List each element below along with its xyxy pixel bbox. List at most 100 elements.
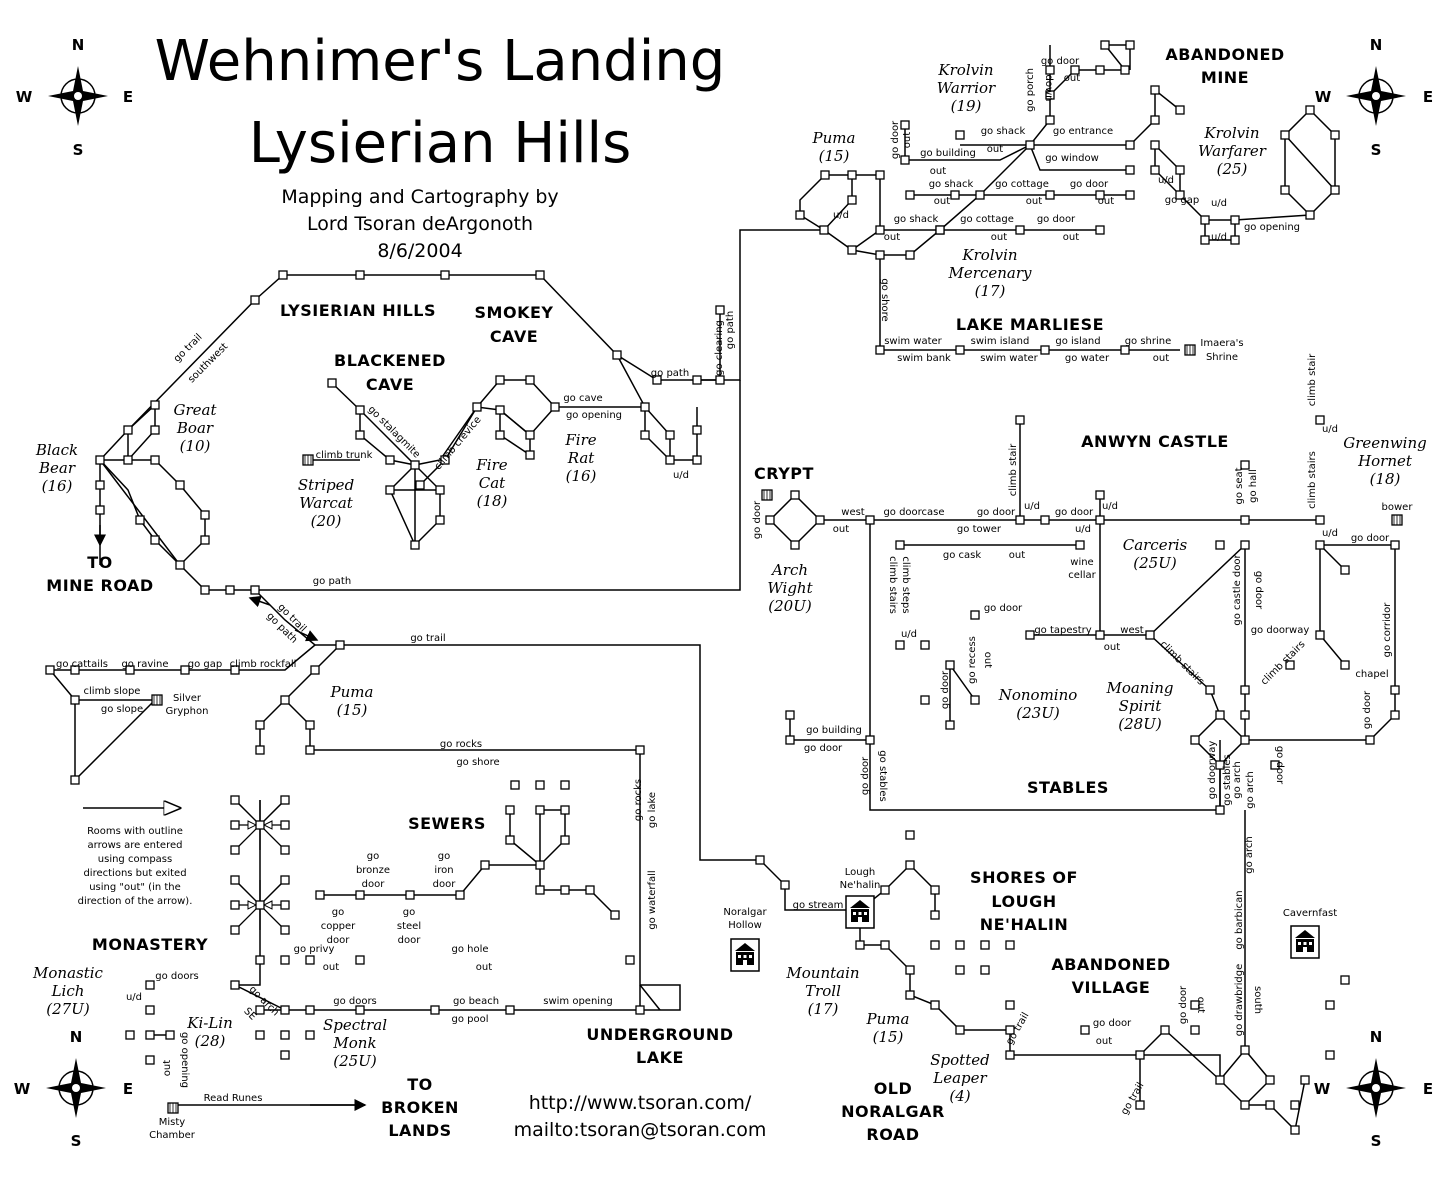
room: [410, 540, 420, 550]
room: [755, 855, 765, 865]
room: [1340, 660, 1350, 670]
path-label: out: [934, 196, 950, 207]
room: [70, 665, 80, 675]
path-label: west: [841, 507, 865, 518]
link-mail[interactable]: mailto:tsoran@tsoran.com: [514, 1119, 767, 1141]
room: [1005, 1000, 1015, 1010]
room: [1315, 540, 1325, 550]
creature-label-monastic-lich: (27U): [46, 1000, 90, 1018]
room: [1095, 65, 1105, 75]
path-label: go hall: [1248, 469, 1259, 503]
path-label: go trail: [1119, 1081, 1146, 1117]
room: [955, 1025, 965, 1035]
creature-label-puma-mid: (15): [337, 701, 368, 719]
room: [970, 695, 980, 705]
lough-nehalin-building-icon: [845, 895, 875, 929]
path-label: out: [930, 166, 946, 177]
special-room-icon: [151, 694, 163, 706]
path-label: go ravine: [121, 659, 168, 670]
path-label: climb stairs: [1307, 451, 1318, 509]
path-label: go: [438, 851, 450, 862]
creature-label-krolvin-mercenary: Krolvin: [961, 246, 1017, 264]
room: [1280, 130, 1290, 140]
creature-label-carceris: Carceris: [1123, 536, 1188, 554]
room: [625, 955, 635, 965]
map-title-line1: Wehnimer's Landing: [155, 29, 726, 94]
room: [535, 270, 545, 280]
room: [385, 485, 395, 495]
room: [765, 515, 775, 525]
room: [495, 405, 505, 415]
credit-line1: Mapping and Cartography by: [281, 186, 558, 208]
path-label: u/d: [1322, 528, 1338, 539]
region-to-broken-3: LANDS: [388, 1121, 451, 1140]
path-label: go path: [651, 368, 689, 379]
room: [875, 345, 885, 355]
credit-line2: Lord Tsoran deArgonoth: [307, 213, 533, 235]
room: [1160, 1025, 1170, 1035]
room: [1120, 65, 1130, 75]
room: [95, 505, 105, 515]
place-silver-gryphon: Silver: [173, 693, 202, 704]
room: [640, 402, 650, 412]
room: [1080, 1025, 1090, 1035]
room: [905, 990, 915, 1000]
path-label: u/d: [1075, 524, 1091, 535]
path-label: out: [1153, 353, 1169, 364]
path-label: go door: [1037, 214, 1076, 225]
path-label: go shrine: [1125, 336, 1172, 347]
region-to-mine-road-2: MINE ROAD: [46, 576, 153, 595]
room: [975, 190, 985, 200]
room: [280, 955, 290, 965]
path-label: climb trunk: [316, 450, 373, 461]
path-label: climb slope: [84, 686, 141, 697]
path-label: climb stairs: [887, 556, 898, 614]
room: [165, 1030, 175, 1040]
creature-label-spectral-monk: (25U): [333, 1052, 377, 1070]
room: [1045, 115, 1055, 125]
credit-date: 8/6/2004: [377, 240, 462, 262]
compass-rose-bottom-left-icon: [46, 1058, 106, 1118]
place-lough-nehalin: Ne'halin: [840, 880, 881, 891]
room: [125, 1030, 135, 1040]
room: [950, 190, 960, 200]
room: [1215, 710, 1225, 720]
path-label: go door: [752, 500, 763, 539]
room: [1315, 515, 1325, 525]
room: [440, 455, 450, 465]
room: [1100, 40, 1110, 50]
special-room-icon: [1391, 514, 1403, 526]
creature-label-puma-top: Puma: [812, 129, 856, 147]
path-label: go stables: [877, 750, 888, 801]
room: [970, 610, 980, 620]
room: [1095, 490, 1105, 500]
room: [123, 425, 133, 435]
room: [1340, 975, 1350, 985]
compass-n: N: [72, 36, 85, 54]
special-room-icon: [167, 1102, 179, 1114]
room: [335, 640, 345, 650]
path-label: go doors: [155, 971, 199, 982]
room: [865, 735, 875, 745]
region-blackened-cave-2: CAVE: [366, 375, 414, 394]
path-label: go arch: [1245, 771, 1256, 809]
path-label: go castle door: [1232, 554, 1243, 626]
room: [1325, 1050, 1335, 1060]
room: [635, 1005, 645, 1015]
path-label: go shore: [879, 278, 890, 321]
path-label: steel: [397, 921, 421, 932]
place-wine-cellar: wine: [1070, 557, 1093, 568]
path-label: climb stair: [1008, 443, 1019, 496]
room: [1095, 190, 1105, 200]
room: [955, 965, 965, 975]
path-label: go door: [890, 120, 901, 159]
creature-label-spotted-leaper: Leaper: [932, 1069, 987, 1087]
link-url[interactable]: http://www.tsoran.com/: [529, 1092, 752, 1114]
creature-label-spectral-monk: Spectral: [323, 1016, 387, 1034]
room: [1095, 515, 1105, 525]
path-label: go recess: [967, 636, 978, 684]
room: [1305, 210, 1315, 220]
creature-label-krolvin-warfarer: Warfarer: [1198, 142, 1267, 160]
path-label: door: [398, 935, 422, 946]
